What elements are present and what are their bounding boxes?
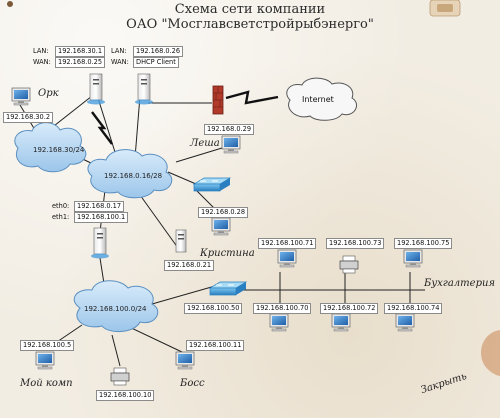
cloud-internet: [286, 77, 357, 121]
my-ip: 192.168.100.5: [20, 340, 75, 351]
cloud-net30-label: 192.168.30/24: [33, 146, 85, 154]
ork-name: Орк: [38, 88, 59, 99]
workstation-icon: [35, 351, 55, 370]
links: [19, 95, 425, 367]
router-eth1-label: eth1:: [52, 213, 70, 221]
gw2-wan-label: WAN:: [111, 58, 129, 66]
workstation-icon: [221, 135, 241, 154]
acc75-ip: 192.168.100.75: [394, 238, 453, 249]
brand-button-icon: [429, 0, 461, 17]
acc70-ip: 192.168.100.70: [253, 303, 312, 314]
host028-ip: 192.168.0.28: [198, 207, 249, 218]
internet-label: Internet: [302, 95, 334, 104]
link: [111, 334, 121, 367]
lesha-ip: 192.168.0.29: [204, 124, 255, 135]
pin-icon: [7, 1, 13, 7]
gw2-lan-label: LAN:: [111, 47, 127, 55]
gw1-wan-label: WAN:: [33, 58, 51, 66]
link: [167, 171, 197, 185]
gw1-lan-value: 192.168.30.1: [55, 46, 106, 57]
kristina-ip: 192.168.0.21: [164, 260, 215, 271]
firewall-icon: [212, 85, 224, 115]
ork-ip: 192.168.30.2: [3, 112, 54, 123]
diagram-subtitle: ОАО "Мосглавсветстройрыбэнерго": [126, 17, 374, 32]
workstation-icon: [175, 351, 195, 370]
link: [134, 95, 141, 159]
router-server-icon: [91, 227, 109, 259]
workstation-icon: [269, 313, 289, 332]
switch-icon: [208, 281, 248, 296]
boss-ip: 192.168.100.11: [186, 340, 245, 351]
cloud-net0: [87, 149, 173, 199]
workstation-icon: [403, 249, 423, 268]
gw2-lan-value: 192.168.0.26: [133, 46, 184, 57]
router-eth1-value: 192.168.100.1: [74, 212, 129, 223]
decorative-blob-icon: [480, 330, 500, 376]
server-icon: [87, 73, 105, 105]
cloud-net100: [73, 280, 159, 332]
workstation-icon: [11, 87, 31, 106]
gw2-wan-value: DHCP Client: [133, 57, 179, 68]
cloud-net30: [14, 122, 87, 173]
printer-icon: [110, 367, 130, 386]
lesha-name: Леша: [190, 138, 220, 149]
acc73-ip: 192.168.100.73: [326, 238, 385, 249]
gw1-wan-value: 192.168.0.25: [55, 57, 106, 68]
kristina-name: Кристина: [200, 248, 255, 259]
printer-icon: [339, 255, 359, 274]
workstation-icon: [331, 313, 351, 332]
cloud-net0-label: 192.168.0.16/28: [104, 172, 162, 180]
kristina-server-icon: [175, 229, 187, 253]
workstation-icon: [211, 217, 231, 236]
printer-ip: 192.168.100.10: [96, 390, 155, 401]
router-eth0-value: 192.168.0.17: [74, 201, 125, 212]
internet-bolt: [225, 90, 279, 105]
link: [134, 187, 179, 249]
router-eth0-label: eth0:: [52, 202, 70, 210]
acc71-ip: 192.168.100.71: [258, 238, 317, 249]
boss-name: Босс: [180, 378, 205, 389]
switch2-ip: 192.168.100.50: [184, 303, 243, 314]
cloud-net100-label: 192.168.100.0/24: [84, 305, 147, 313]
wan-bolt: [91, 111, 113, 145]
link: [124, 324, 183, 353]
my-name: Мой комп: [20, 378, 73, 389]
workstation-icon: [277, 249, 297, 268]
switch-icon: [192, 177, 232, 192]
link: [175, 147, 223, 163]
diagram-title: Схема сети компании: [174, 2, 326, 17]
acc74-ip: 192.168.100.74: [384, 303, 443, 314]
workstation-icon: [395, 313, 415, 332]
gw1-lan-label: LAN:: [33, 47, 49, 55]
server-icon: [135, 73, 153, 105]
accounting-name: Бухгалтерия: [424, 278, 496, 289]
acc72-ip: 192.168.100.72: [320, 303, 379, 314]
